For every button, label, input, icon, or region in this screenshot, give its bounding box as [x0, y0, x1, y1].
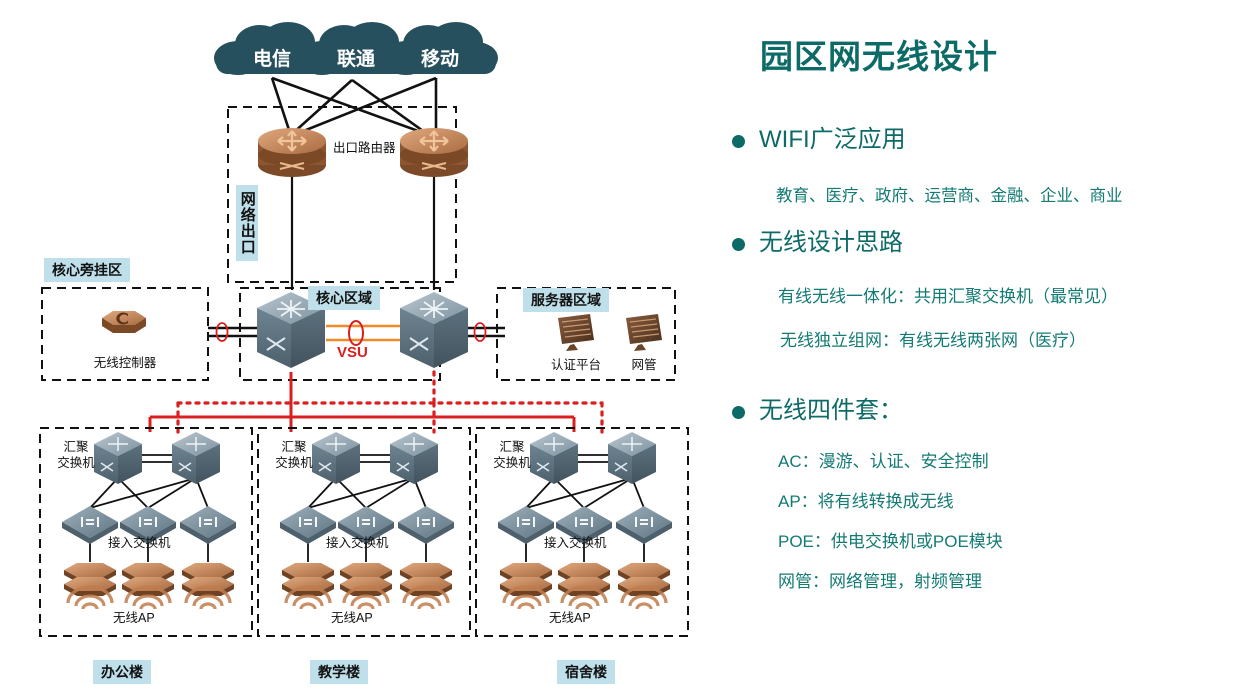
- bullet-label: 无线设计思路: [759, 229, 903, 256]
- zone-label-core-bypass: 核心旁挂区: [44, 258, 130, 282]
- access-switch-label-b2: 接入交换机: [326, 536, 389, 550]
- cloud-label-mobile: 移动: [420, 49, 459, 70]
- bullet-sub-wifi-1: 教育、医疗、政府、运营商、金融、企业、商业: [776, 187, 1123, 205]
- wireless-ap-label-b3: 无线AP: [549, 611, 591, 625]
- bullet-sub-four-3: POE：供电交换机或POE模块: [778, 532, 1003, 551]
- bullet-label: WIFI广泛应用: [759, 126, 906, 153]
- netmgmt-label: 网管: [631, 358, 657, 372]
- bullet-item-design: 无线设计思路: [732, 228, 903, 258]
- cloud-label-telecom: 电信: [252, 49, 291, 70]
- monitor-icon-group: [558, 314, 662, 351]
- agg-switch-icon-group: [94, 432, 656, 484]
- bullet-sub-four-4: 网管：网络管理，射频管理: [778, 572, 982, 591]
- agg-switch-label-b1: 汇聚 交换机: [57, 440, 95, 470]
- bullet-item-wifi: WIFI广泛应用: [732, 125, 906, 155]
- bullet-sub-design-2: 无线独立组网：有线无线两张网（医疗）: [780, 331, 1086, 350]
- wireless-ap-icon-group: [64, 563, 670, 610]
- zone-label-core: 核心区域: [308, 286, 380, 310]
- exit-router-label: 出口路由器: [333, 141, 396, 155]
- cloud-label-unicom: 联通: [336, 49, 375, 70]
- bullet-sub-four-1: AC：漫游、认证、安全控制: [778, 452, 989, 471]
- bullet-dot-icon: [732, 135, 745, 148]
- bullet-dot-icon: [732, 406, 745, 419]
- agg-switch-label-b3: 汇聚 交换机: [493, 440, 531, 470]
- wireless-ap-label-b2: 无线AP: [331, 611, 373, 625]
- content-panel: 园区网无线设计 WIFI广泛应用 教育、医疗、政府、运营商、金融、企业、商业 无…: [700, 0, 1233, 691]
- access-switch-label-b1: 接入交换机: [108, 536, 171, 550]
- bullet-label: 无线四件套：: [759, 397, 903, 424]
- bullet-dot-icon: [732, 238, 745, 251]
- access-switch-label-b3: 接入交换机: [544, 536, 607, 550]
- agg-switch-label-b2: 汇聚 交换机: [275, 440, 313, 470]
- bullet-sub-design-1: 有线无线一体化：共用汇聚交换机（最常见）: [778, 287, 1118, 306]
- wireless-controller-label: 无线控制器: [93, 356, 157, 370]
- zone-label-server: 服务器区域: [523, 288, 609, 312]
- vsu-label: VSU: [337, 344, 368, 361]
- zone-label-network-exit: 网络出口: [236, 185, 258, 266]
- bullet-sub-four-2: AP：将有线转换成无线: [778, 492, 954, 511]
- building-label-office: 办公楼: [93, 660, 151, 684]
- auth-platform-label: 认证平台: [550, 358, 601, 372]
- page-title: 园区网无线设计: [760, 38, 998, 75]
- wireless-controller-icon: [102, 311, 146, 333]
- bullet-item-fourpiece: 无线四件套：: [732, 396, 903, 426]
- building-label-teaching: 教学楼: [310, 660, 368, 684]
- building-label-dorm: 宿舍楼: [557, 660, 615, 684]
- wireless-ap-label-b1: 无线AP: [113, 611, 155, 625]
